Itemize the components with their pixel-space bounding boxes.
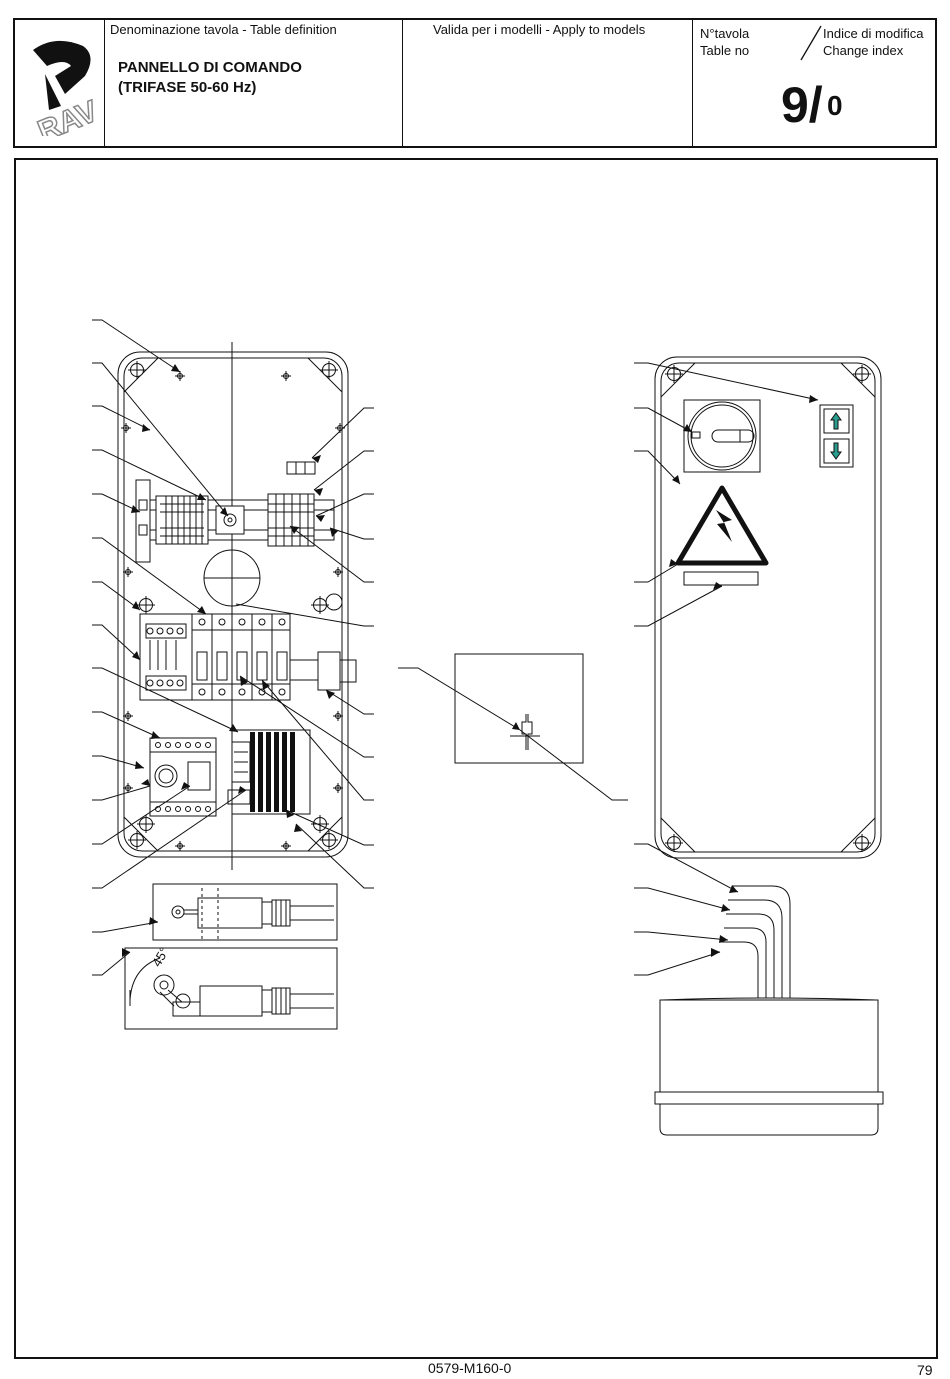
motor-housing <box>655 998 883 1135</box>
limit-switch-detail-angled: 45° <box>125 945 337 1029</box>
down-arrow-icon <box>831 443 841 459</box>
closed-panel <box>655 357 881 858</box>
open-panel <box>118 342 356 870</box>
din-rail-detail <box>455 654 628 800</box>
high-voltage-icon <box>716 510 732 542</box>
document-code: 0579-M160-0 <box>428 1360 511 1376</box>
limit-switch-detail-straight <box>153 884 337 940</box>
page-number: 79 <box>917 1362 933 1378</box>
cable-bundle <box>720 886 790 998</box>
closed-panel-arrowheads <box>669 395 818 957</box>
up-arrow-icon <box>831 413 841 429</box>
